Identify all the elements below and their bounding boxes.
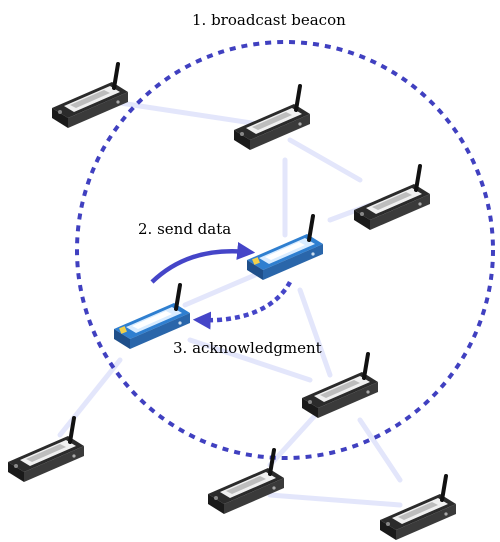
network-links: [57, 97, 403, 508]
sensor-node: [206, 448, 286, 516]
sensor-node: [232, 84, 312, 152]
sensor-node: [378, 474, 458, 542]
sensor-node: [6, 416, 86, 484]
broadcast-beacon-label: 1. broadcast beacon: [192, 11, 346, 29]
sensor-node: [50, 62, 130, 130]
acknowledgment-arrow: [192, 280, 292, 330]
sensor-node: [300, 352, 380, 420]
broadcast-range-circle: [75, 40, 495, 460]
sensor-node: [352, 164, 432, 232]
acknowledgment-label: 3. acknowledgment: [173, 339, 322, 357]
send-data-arrow: [150, 242, 256, 284]
send-data-label: 2. send data: [138, 220, 231, 238]
